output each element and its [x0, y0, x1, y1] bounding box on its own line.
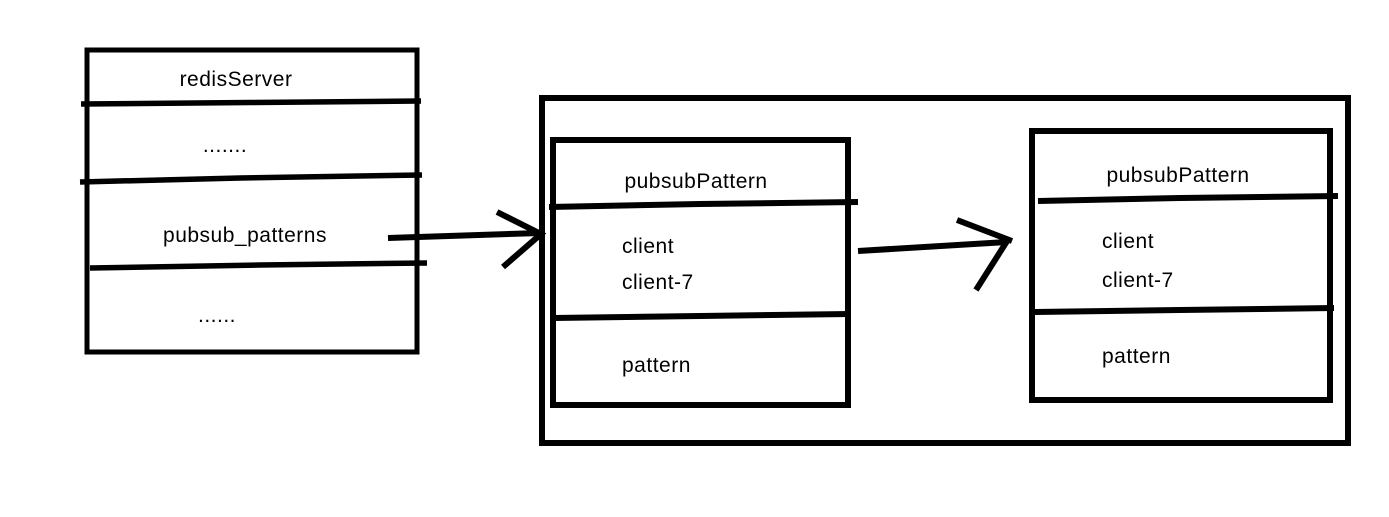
- arrow1-head: [495, 209, 547, 270]
- redis-server-separator-1: [80, 98, 422, 107]
- diagram-lines: [79, 47, 1351, 446]
- redis-server-ellipsis-top: .......: [203, 134, 247, 157]
- redis-server-title: redisServer: [180, 68, 293, 91]
- redis-server-pubsub-patterns-field: pubsub_patterns: [163, 224, 327, 247]
- node1-client-field: client: [622, 235, 674, 258]
- node1-pattern-field: pattern: [622, 354, 691, 377]
- redis-server-separator-3: [89, 260, 428, 271]
- node1-client-value: client-7: [622, 271, 694, 294]
- node2-separator-1: [1037, 193, 1339, 204]
- pubsub-pattern-node2-box: [1029, 128, 1333, 403]
- node2-separator-2: [1034, 305, 1335, 315]
- node2-client-field: client: [1102, 230, 1154, 253]
- arrow2-head-upper: [955, 217, 1014, 244]
- node2-title: pubsubPattern: [1106, 164, 1249, 187]
- diagram-labels: redisServer ....... pubsub_patterns ....…: [163, 68, 1249, 377]
- node2-client-value: client-7: [1102, 269, 1174, 292]
- redis-server-separator-2: [79, 172, 423, 185]
- pubsub-pattern-node1-box: [550, 137, 851, 408]
- arrow-node1-to-node2-icon: [857, 217, 1014, 292]
- pattern-list-container-box: [539, 95, 1351, 446]
- arrow1-shaft: [387, 230, 541, 241]
- node2-pattern-field: pattern: [1102, 345, 1171, 368]
- arrow2-head-lower: [973, 236, 1012, 292]
- redis-server-box: [84, 47, 420, 355]
- node1-separator-1: [548, 199, 859, 210]
- arrow2-shaft: [857, 239, 1008, 254]
- redis-server-ellipsis-bottom: ......: [198, 304, 236, 327]
- arrow-redis-to-node1-icon: [387, 209, 547, 270]
- node1-separator-2: [552, 311, 851, 321]
- node1-title: pubsubPattern: [624, 170, 767, 193]
